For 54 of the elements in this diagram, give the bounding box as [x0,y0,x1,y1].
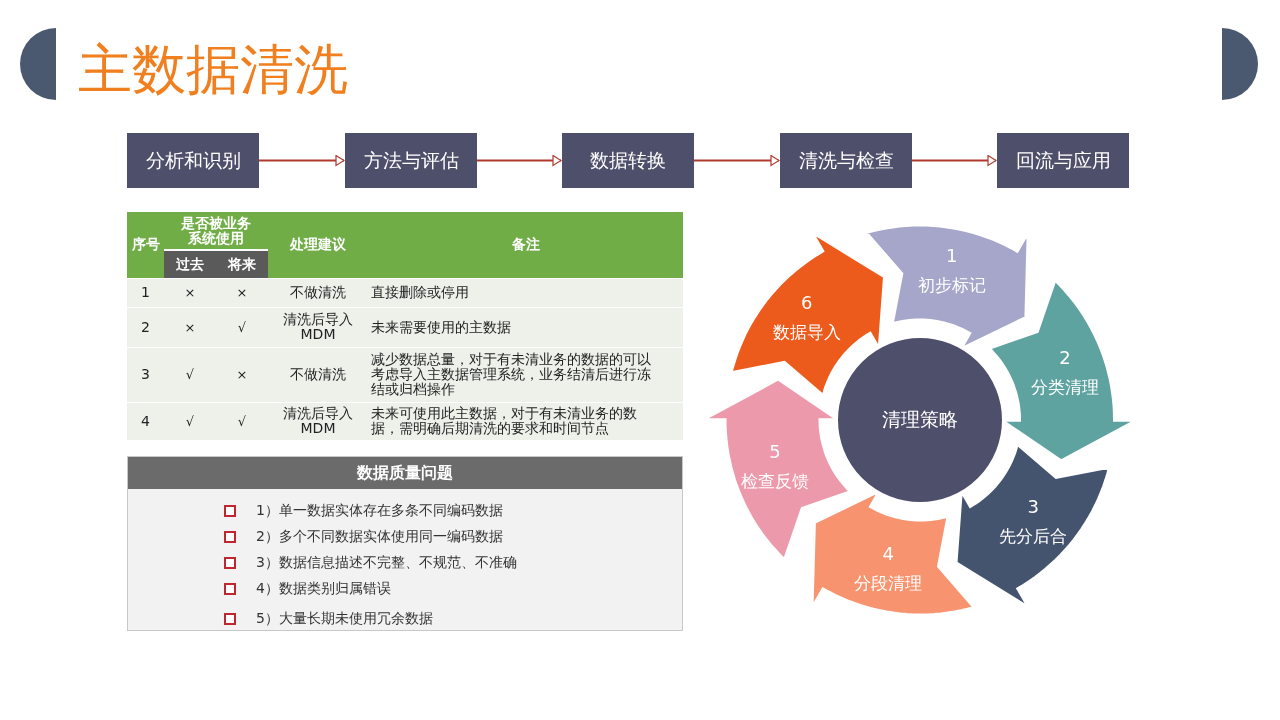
table-cell: √ [216,402,268,440]
panel-background [127,456,683,631]
header-cell: 处理建议 [268,212,368,278]
header-cell: 将来 [216,250,268,278]
table-cell: 2 [127,307,164,347]
process-box: 方法与评估 [345,133,477,188]
list-item: 2）多个不同数据实体使用同一编码数据 [256,527,503,545]
list-item: 3）数据信息描述不完整、不规范、不准确 [256,553,517,571]
step-label: 分段清理 [854,571,923,595]
header-cell: 备注 [368,212,683,278]
list-item: 4）数据类别归属错误 [256,579,391,597]
table-cell: 3 [127,347,164,402]
step-label: 初步标记 [917,273,986,297]
process-box: 清洗与检查 [780,133,912,188]
table-cell: × [216,278,268,307]
slide-title: 主数据清洗 [78,38,348,102]
header-cell: 序号 [127,212,164,278]
arrow [693,154,780,167]
arrow [476,154,562,167]
process-box: 分析和识别 [127,133,259,188]
table-cell: 不做清洗 [268,278,368,307]
header-cell: 是否被业务系统使用 [164,212,268,250]
table-cell: √ [164,347,216,402]
step-number: 3 [1027,495,1040,517]
table-cell: 未来需要使用的主数据 [368,307,683,347]
process-box: 回流与应用 [997,133,1129,188]
step-number: 2 [1059,346,1071,368]
step-number: 4 [882,542,894,564]
process-box: 数据转换 [562,133,694,188]
table-cell: × [164,307,216,347]
table-cell: 未来可使用此主数据，对于有未清业务的数据，需明确后期清洗的要求和时间节点 [368,402,683,440]
table-cell: 清洗后导入MDM [268,307,368,347]
table-cell: √ [216,307,268,347]
header-cell: 过去 [164,250,216,278]
table-cell: 减少数据总量，对于有未清业务的数据的可以考虑导入主数据管理系统，业务结清后进行冻结或归档操作 [368,347,683,402]
table-cell: × [216,347,268,402]
table-cell: √ [164,402,216,440]
table-cell: 清洗后导入MDM [268,402,368,440]
table-cell: 1 [127,278,164,307]
step-number: 5 [769,440,781,462]
panel-header: 数据质量问题 [128,457,682,489]
list-item: 5）大量长期未使用冗余数据 [256,609,433,627]
table-cell: 4 [127,402,164,440]
step-label: 先分后合 [999,524,1068,548]
list-item: 1）单一数据实体存在多条不同编码数据 [256,501,503,519]
table-cell: 直接删除或停用 [368,278,683,307]
arrow [258,154,345,167]
table-cell: × [164,278,216,307]
step-label: 分类清理 [1031,375,1099,399]
step-number: 1 [946,244,958,266]
table-cell: 不做清洗 [268,347,368,402]
arrow [911,154,997,167]
step-number: 6 [800,291,813,313]
step-label: 检查反馈 [740,469,809,493]
